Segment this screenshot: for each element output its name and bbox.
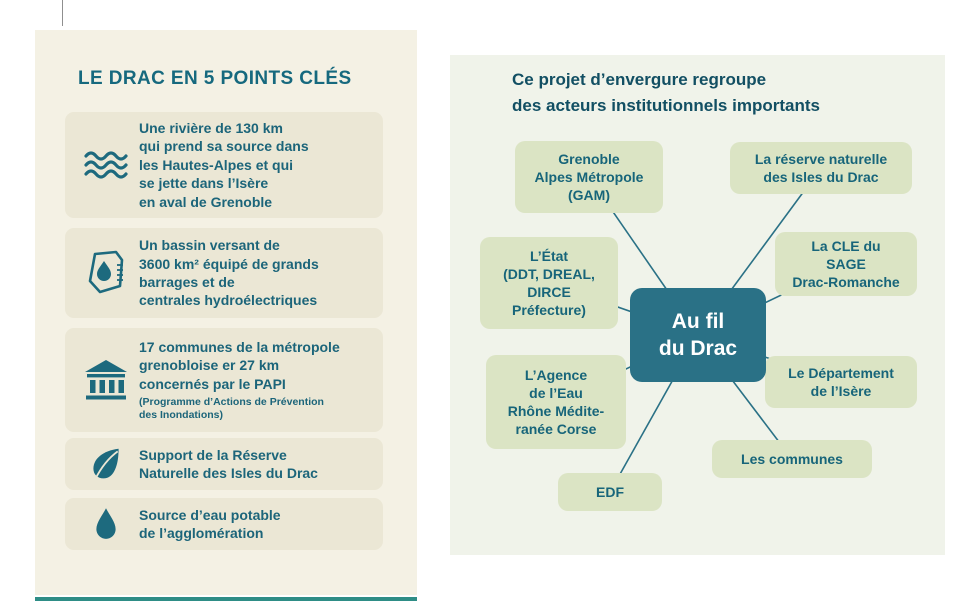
top-edge-line <box>62 0 63 26</box>
key-point-river: Une rivière de 130 km qui prend sa sourc… <box>65 112 383 218</box>
mindmap-node-edf: EDF <box>558 473 662 511</box>
actors-mindmap-panel: Ce projet d’envergure regroupe des acteu… <box>450 55 945 555</box>
water-drop-icon <box>79 506 133 542</box>
mindmap-node-cle-sage: La CLE du SAGE Drac-Romanche <box>775 232 917 296</box>
mindmap-node-gam: Grenoble Alpes Métropole (GAM) <box>515 141 663 213</box>
key-point-text: Source d’eau potable de l’agglomération <box>139 506 281 541</box>
mindmap-node-departement: Le Département de l’Isère <box>765 356 917 408</box>
key-points-panel: LE DRAC EN 5 POINTS CLÉS Une rivière de … <box>35 30 417 595</box>
mindmap-center-node: Au fil du Drac <box>630 288 766 382</box>
key-point-note: (Programme d’Actions de Prévention des I… <box>139 396 324 422</box>
waves-icon <box>79 150 133 180</box>
key-point-communes: 17 communes de la métropole grenobloise … <box>65 328 383 432</box>
left-panel-title: LE DRAC EN 5 POINTS CLÉS <box>78 68 352 89</box>
leaf-icon <box>79 446 133 482</box>
key-point-text: Support de la Réserve Naturelle des Isle… <box>139 446 318 481</box>
key-point-text: Un bassin versant de 3600 km² équipé de … <box>139 237 319 309</box>
bank-icon <box>79 360 133 400</box>
mindmap-node-etat: L’État (DDT, DREAL, DIRCE Préfecture) <box>480 237 618 329</box>
basin-map-icon <box>79 250 133 296</box>
mindmap-node-reserve: La réserve naturelle des Isles du Drac <box>730 142 912 194</box>
key-point-reserve: Support de la Réserve Naturelle des Isle… <box>65 438 383 490</box>
mindmap-title: Ce projet d’envergure regroupe des acteu… <box>512 70 820 115</box>
key-point-text-group: 17 communes de la métropole grenobloise … <box>133 338 369 423</box>
bottom-accent-line <box>35 597 417 601</box>
key-point-water: Source d’eau potable de l’agglomération <box>65 498 383 550</box>
key-point-text: 17 communes de la métropole grenobloise … <box>139 338 340 392</box>
mindmap-node-communes: Les communes <box>712 440 872 478</box>
key-point-text: Une rivière de 130 km qui prend sa sourc… <box>139 119 309 210</box>
key-point-basin: Un bassin versant de 3600 km² équipé de … <box>65 228 383 318</box>
mindmap-node-agence-eau: L’Agence de l’Eau Rhône Médite- ranée Co… <box>486 355 626 449</box>
